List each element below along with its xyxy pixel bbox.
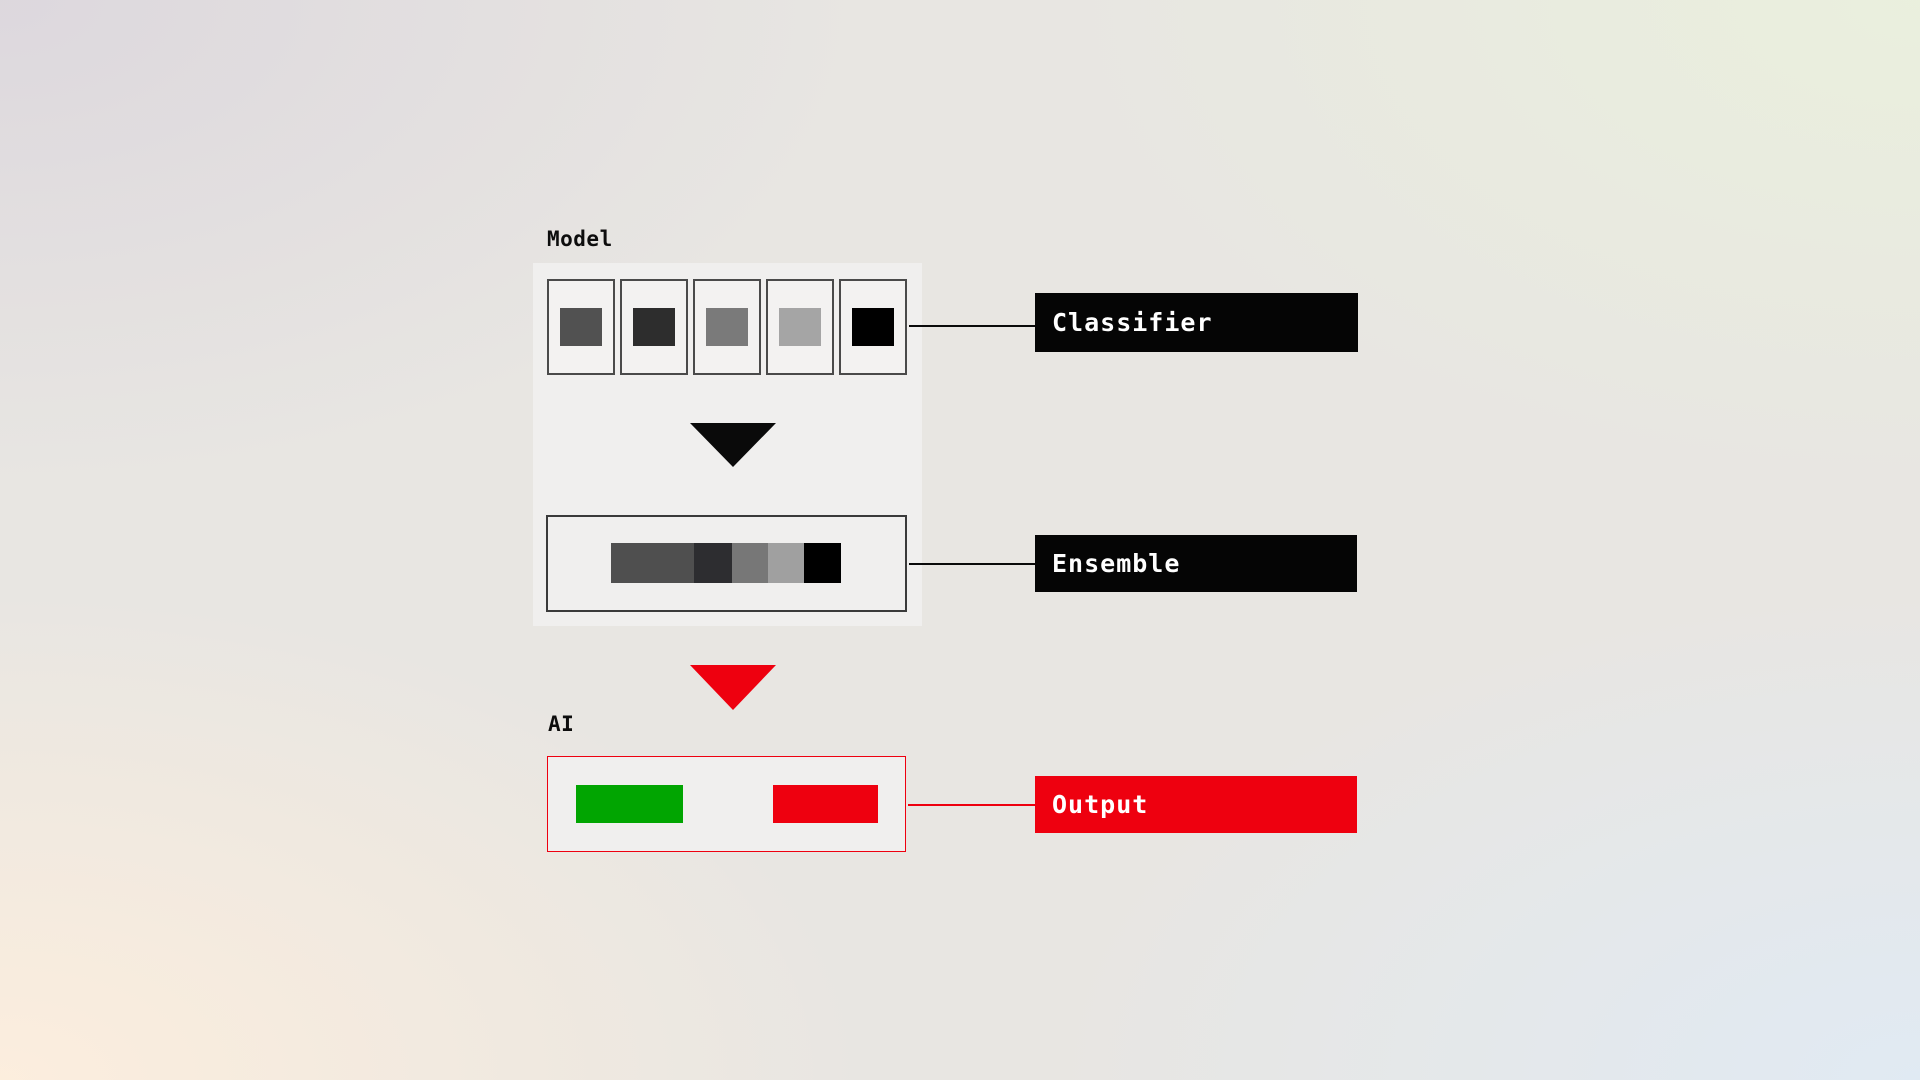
- ensemble-callout-label: Ensemble: [1035, 535, 1357, 592]
- classifier-callout-text: Classifier: [1052, 308, 1213, 337]
- ensemble-callout-text: Ensemble: [1052, 549, 1181, 578]
- ai-output-box: [547, 756, 906, 852]
- classifier-cell: [839, 279, 907, 375]
- classifier-row: [547, 279, 907, 375]
- ensemble-segment: [804, 543, 841, 583]
- green-output-bar: [576, 785, 683, 823]
- classifier-connector-line: [909, 325, 1035, 327]
- classifier-square: [779, 308, 821, 346]
- ai-section-title: AI: [548, 712, 575, 736]
- classifier-square: [560, 308, 602, 346]
- down-arrow-red-icon: [690, 665, 776, 710]
- ensemble-box: [546, 515, 907, 612]
- classifier-square: [706, 308, 748, 346]
- output-connector-line: [908, 804, 1035, 806]
- ensemble-segment: [768, 543, 804, 583]
- red-output-bar: [773, 785, 878, 823]
- classifier-cell: [547, 279, 615, 375]
- classifier-cell: [693, 279, 761, 375]
- classifier-callout-label: Classifier: [1035, 293, 1358, 352]
- classifier-cell: [766, 279, 834, 375]
- ensemble-bar: [611, 543, 841, 583]
- model-section-title: Model: [547, 227, 613, 251]
- classifier-cell: [620, 279, 688, 375]
- ensemble-segment: [694, 543, 732, 583]
- classifier-square: [852, 308, 894, 346]
- ensemble-segment: [611, 543, 694, 583]
- output-callout-text: Output: [1052, 790, 1149, 819]
- ensemble-connector-line: [909, 563, 1035, 565]
- output-callout-label: Output: [1035, 776, 1357, 833]
- ensemble-segment: [732, 543, 768, 583]
- classifier-square: [633, 308, 675, 346]
